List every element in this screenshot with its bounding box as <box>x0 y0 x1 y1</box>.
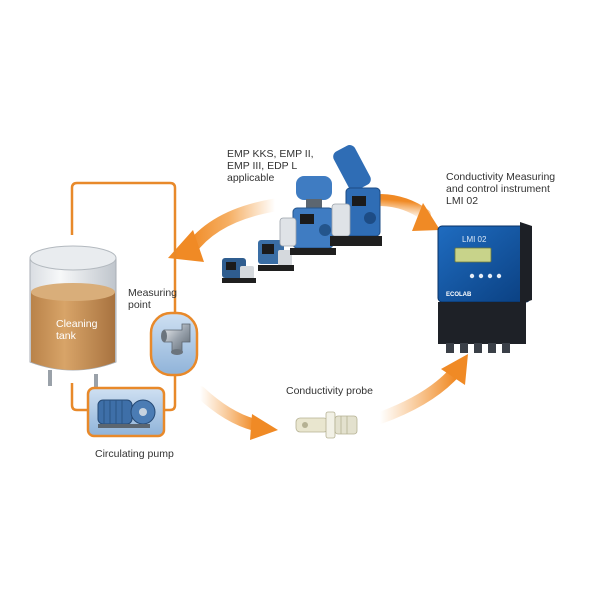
instrument-label: Conductivity Measuring and control instr… <box>446 171 586 207</box>
conductivity-probe <box>295 411 358 439</box>
pumps-label-line-3: applicable <box>227 172 275 184</box>
lmi02-controller: LMI 02 ECOLAB <box>437 222 532 353</box>
arrow-bottom-right <box>374 366 461 424</box>
circulating-pump <box>86 386 166 438</box>
tank-label: Cleaning tank <box>56 318 116 342</box>
arrow-head-top-left <box>168 230 204 262</box>
cleaning-tank <box>29 245 117 388</box>
measuring-point-line-2: point <box>128 299 151 311</box>
flow-arrows <box>168 194 468 440</box>
instrument-label-line-3: LMI 02 <box>446 195 479 207</box>
tank-label-line-2: tank <box>56 330 76 342</box>
metering-pumps <box>222 145 382 283</box>
arrow-head-top-right <box>412 203 440 231</box>
measuring-point-line-1: Measuring <box>128 287 178 299</box>
arrow-top-right <box>372 194 431 221</box>
pipe-loop <box>70 181 177 412</box>
arrow-head-bottom-left <box>250 414 278 440</box>
instrument-label-line-1: Conductivity Measuring <box>446 171 556 183</box>
device-display <box>454 247 492 263</box>
device-brand-text: ECOLAB <box>446 292 472 298</box>
probe-label: Conductivity probe <box>286 385 373 397</box>
circulating-pump-label: Circulating pump <box>95 448 174 460</box>
tank-label-line-1: Cleaning <box>56 318 98 330</box>
pumps-label-line-2: EMP III, EDP L <box>227 160 298 172</box>
pumps-label: EMP KKS, EMP II, EMP III, EDP L applicab… <box>227 148 337 184</box>
pump-medium <box>279 176 336 255</box>
pump-small-1 <box>222 258 256 283</box>
measuring-point-fitting <box>149 311 199 377</box>
arrow-bottom-left <box>194 386 261 431</box>
device-lower-housing <box>438 302 526 344</box>
arrow-head-bottom-right <box>441 354 468 385</box>
instrument-label-line-2: and control instrument <box>446 183 550 195</box>
pump-large <box>330 145 382 246</box>
measuring-point-label: Measuring point <box>128 287 198 311</box>
pump-small-2 <box>258 240 294 271</box>
pumps-label-line-1: EMP KKS, EMP II, <box>227 148 314 160</box>
device-model-text: LMI 02 <box>462 235 487 244</box>
